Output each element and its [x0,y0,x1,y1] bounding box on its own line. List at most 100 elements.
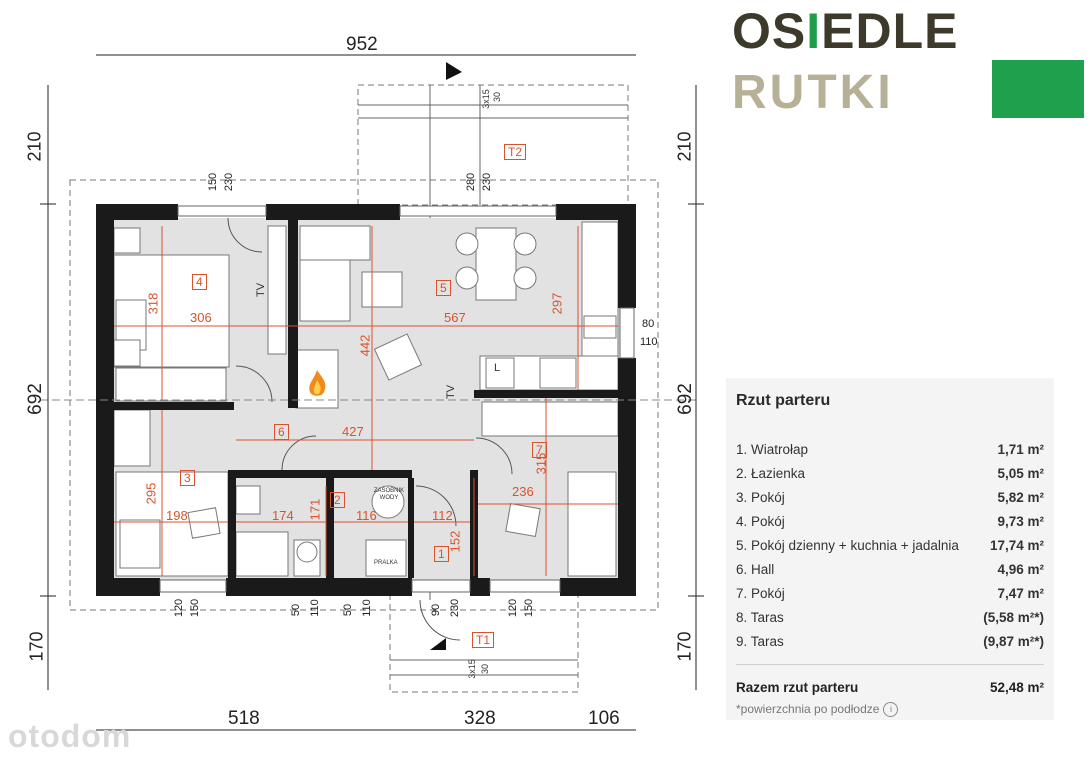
dim-bottom-2: 328 [464,708,496,729]
window-dim: 280 [465,172,478,192]
area-label: 3. Pokój [736,490,785,505]
water-tank-label: ZASOBNIK WODY [373,488,405,501]
area-label: 9. Taras [736,634,784,649]
room-number: 6 [274,424,289,440]
terrace-label: T2 [504,144,527,160]
stair-label: 3x15 [466,659,477,679]
room-dim: 112 [432,508,453,523]
window-dim: 230 [449,598,462,618]
area-value: 1,71 m² [997,442,1044,457]
room-number: 5 [436,280,451,296]
area-row: 8. Taras(5,58 m²*) [736,610,1044,630]
windows [159,205,635,593]
dim-overall-width: 952 [346,34,378,55]
terrace-outlines [69,84,659,693]
window-dim: 120 [173,598,186,618]
room-number: 4 [192,274,207,290]
stair-label: 30 [480,663,491,675]
doors [227,217,513,641]
area-value: 9,73 m² [997,514,1044,529]
room-dim: 116 [356,508,377,523]
area-label: 8. Taras [736,610,784,625]
window-dim: 150 [523,598,536,618]
total-row: Razem rzut parteru 52,48 m² [736,680,1044,695]
dim-top-right: 210 [674,131,695,162]
room-dim: 442 [357,334,373,357]
fridge-label: L [494,362,501,374]
dim-bottom-right: 170 [674,631,695,662]
total-value: 52,48 m² [989,680,1044,695]
dim-top-left: 210 [24,131,45,162]
area-value: 7,47 m² [997,586,1044,601]
watermark: otodom [8,718,132,754]
washer-label: PRALKA [374,560,398,566]
window-dim: 150 [189,598,202,618]
room-dimension-lines [114,226,618,576]
room-dim: 236 [512,484,534,499]
window-dim: 50 [290,603,303,617]
logo-green-square [992,60,1084,118]
logo-text-part: EDLE [821,3,959,59]
window-dim: 90 [430,603,443,617]
info-icon[interactable]: i [883,702,899,718]
area-value: 5,82 m² [997,490,1044,505]
panel-title: Rzut parteru [736,392,831,409]
walls [96,204,636,596]
furniture [113,221,619,577]
logo-text-part: OS [732,3,807,59]
tv-label: TV [255,282,268,298]
window-dim: 110 [360,599,373,617]
room-number: 1 [434,546,449,562]
dim-bottom-1: 518 [228,708,260,729]
area-label: 2. Łazienka [736,466,806,481]
area-value: (9,87 m²*) [983,634,1044,649]
room-number: 3 [180,470,195,486]
dim-bottom-3: 106 [588,708,620,729]
area-row: 3. Pokój 5,82 m² [736,490,1044,510]
area-row: 6. Hall 4,96 m² [736,562,1044,582]
area-value: 5,05 m² [997,466,1044,481]
area-value: 4,96 m² [997,562,1044,577]
tv-label: TV [445,384,458,400]
room-dim: 152 [447,530,463,553]
stair-label: 3x15 [480,89,491,109]
window-dim: 150 [207,172,220,192]
dim-overall-height-left: 692 [24,383,46,415]
room-dim: 306 [190,310,212,325]
room-number: 7 [532,442,547,458]
room-dim: 567 [444,310,466,325]
area-row: 9. Taras (9,87 m²*) [736,634,1044,654]
logo-text-part: I [806,3,822,59]
area-row: 7. Pokój 7,47 m² [736,586,1044,606]
room-dim: 174 [272,508,294,523]
window-dim: 80 [642,318,655,330]
divider [736,664,1044,665]
area-row: 1. Wiatrołap 1,71 m² [736,442,1044,462]
room-dim: 318 [145,292,161,315]
room-number: 2 [330,492,345,508]
dim-bottom-left: 170 [26,631,47,662]
room-dim: 171 [307,498,323,521]
area-label: 6. Hall [736,562,775,577]
area-label: 1. Wiatrołap [736,442,809,457]
fireplace-icon [304,368,330,398]
total-label: Razem rzut parteru [736,680,859,695]
logo-subtext: RUTKI [732,66,894,119]
section-markers [430,62,462,650]
window-dim: 120 [507,598,520,618]
area-row: 2. Łazienka 5,05 m² [736,466,1044,486]
area-summary-panel: Rzut parteru 1. Wiatrołap 1,71 m² 2. Łazi… [726,378,1054,720]
room-dim: 315 [533,452,549,475]
area-label: 7. Pokój [736,586,785,601]
brand-logo: OSIEDLE RUTKI [730,6,1086,124]
window-dim: 230 [481,172,494,192]
room-dim: 427 [342,424,364,439]
room-dim: 297 [549,292,565,315]
stair-label: 30 [492,91,503,103]
room-dim: 198 [166,508,188,523]
terrace-label: T1 [472,632,495,648]
